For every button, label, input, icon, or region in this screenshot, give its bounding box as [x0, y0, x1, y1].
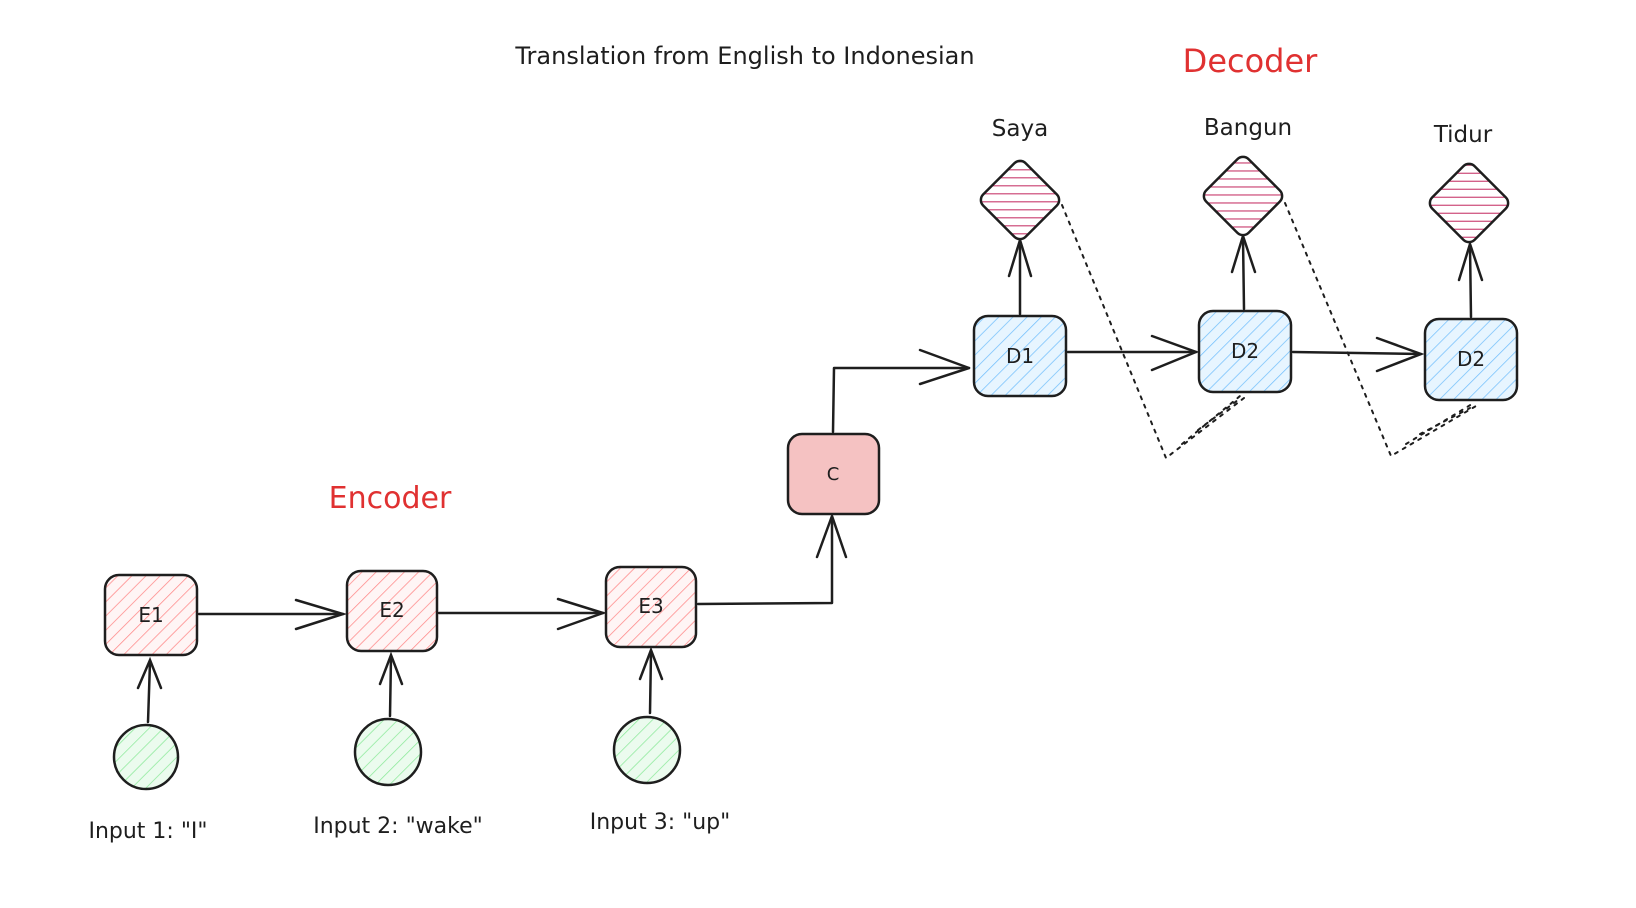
output-diamond-2 — [1202, 155, 1284, 237]
input-arrow-1 — [136, 656, 163, 724]
decoder-label: Decoder — [1183, 42, 1319, 80]
input-node-3 — [612, 715, 682, 785]
decoder-node-2: D2 — [1197, 309, 1293, 394]
output-label-3: Tidur — [1433, 122, 1493, 148]
output-arrow-3 — [1457, 239, 1484, 319]
output-arrow-1 — [1007, 235, 1033, 316]
decoder-node-2-label: D2 — [1231, 339, 1259, 363]
decoder-node-1: D1 — [972, 314, 1068, 398]
decoder-node-3-label: D2 — [1457, 347, 1485, 371]
context-node: C — [786, 432, 881, 516]
context-node-label: C — [827, 464, 840, 485]
encoder-node-e2-label: E2 — [379, 598, 404, 622]
encoder-to-context-arrow — [696, 514, 848, 606]
decoder-arrow-2-3 — [1291, 336, 1425, 373]
input-label-1: Input 1: "I" — [88, 819, 207, 844]
input-arrow-3 — [638, 646, 664, 715]
feedback-dotted-1 — [1061, 204, 1245, 460]
input-label-3: Input 3: "up" — [590, 810, 731, 835]
encoder-node-e2: E2 — [345, 569, 439, 653]
input-node-1 — [112, 723, 180, 791]
decoder-arrow-1-2 — [1066, 334, 1200, 372]
input-arrow-2 — [378, 651, 404, 718]
encoder-node-e1-label: E1 — [138, 603, 163, 627]
input-label-2: Input 2: "wake" — [313, 814, 483, 839]
decoder-node-3: D2 — [1423, 317, 1519, 402]
encoder-label: Encoder — [329, 481, 452, 516]
output-label-2: Bangun — [1204, 115, 1292, 141]
encoder-node-e3: E3 — [604, 565, 698, 649]
output-arrow-2 — [1230, 231, 1257, 311]
feedback-dotted-2 — [1284, 202, 1477, 458]
decoder-node-1-label: D1 — [1006, 344, 1034, 368]
context-to-decoder-arrow — [831, 348, 971, 434]
encoder-node-e1: E1 — [103, 573, 199, 657]
output-label-1: Saya — [992, 116, 1048, 142]
encoder-arrow-e2-e3 — [437, 597, 607, 631]
encoder-node-e3-label: E3 — [638, 594, 663, 618]
output-diamond-3 — [1428, 162, 1510, 244]
encoder-arrow-e1-e2 — [197, 598, 348, 631]
diagram-title: Translation from English to Indonesian — [514, 42, 974, 70]
output-diamond-1 — [979, 159, 1061, 241]
input-node-2 — [353, 717, 423, 787]
